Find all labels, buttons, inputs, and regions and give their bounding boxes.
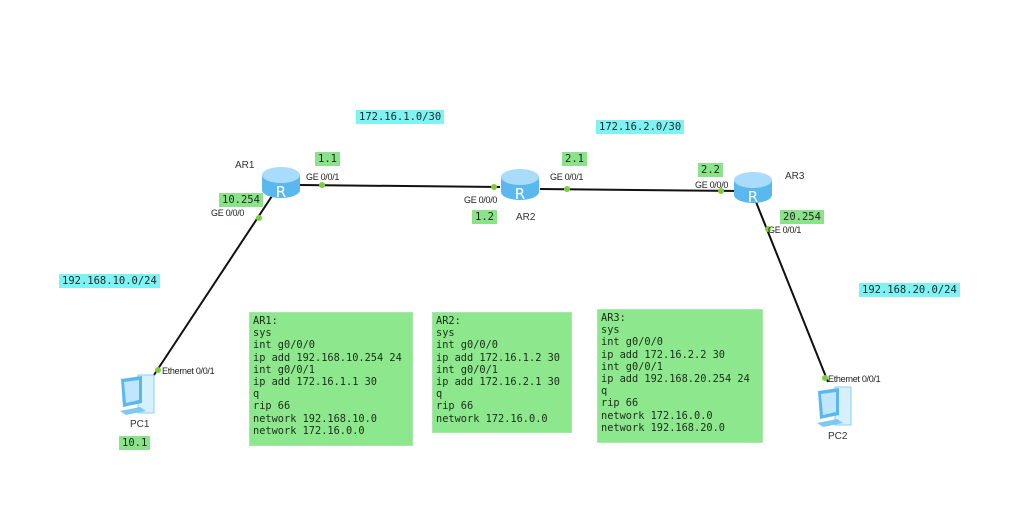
link-ar2-ar3[interactable] [539,188,741,192]
device-label-ar1: AR1 [235,160,255,171]
config-line: network 172.16.0.0 [601,409,713,422]
port-dot [765,226,771,232]
port-label-ar2-ge001: GE 0/0/1 [550,172,584,182]
network-label-link1: 172.16.1.0/30 [356,110,445,124]
config-line: int g0/0/1 [601,360,663,373]
config-line: network 172.16.0.0 [436,412,548,425]
config-line: ip add 172.16.1.1 30 [253,376,377,389]
config-line: int g0/0/0 [436,339,498,352]
port-dot [319,182,325,188]
pc2-icon[interactable] [815,385,855,429]
config-line: sys [253,327,272,340]
port-label-pc2-eth: Ethernet 0/0/1 [828,374,881,384]
config-line: AR2: [436,315,461,327]
config-line: network 172.16.0.0 [253,424,365,437]
port-dot [155,367,161,373]
config-line: rip 66 [601,397,639,410]
config-line: network 192.168.20.0 [601,421,725,434]
config-line: q [436,388,443,401]
network-label-lan1: 192.168.10.0/24 [59,274,160,288]
device-label-ar2: AR2 [516,212,536,223]
ip-label-ar2-ge001: 2.1 [562,152,587,166]
ip-label-ar1-ge000: 10.254 [219,193,263,207]
config-line: network 192.168.10.0 [253,412,377,425]
port-label-ar3-ge000: GE 0/0/0 [695,180,729,190]
device-label-pc1: PC1 [130,419,150,430]
router-ar1-icon[interactable]: R [261,166,301,200]
config-line: int g0/0/1 [436,363,498,376]
link-ar1-pc1[interactable] [151,195,273,379]
device-label-ar3: AR3 [785,171,805,182]
config-line: sys [436,327,455,340]
config-line: AR3: [601,312,626,324]
config-line: ip add 172.16.1.2 30 [436,351,560,364]
ip-label-ar1-ge001: 1.1 [315,152,340,166]
config-line: int g0/0/0 [253,339,315,352]
config-line: ip add 172.16.2.1 30 [436,376,560,389]
port-label-ar1-ge001: GE 0/0/1 [306,172,340,182]
port-dot [564,186,570,192]
port-dot [491,184,497,190]
config-line: q [253,388,260,401]
router-ar3-icon[interactable]: R [733,171,773,205]
config-line: ip add 192.168.10.254 24 [253,351,402,364]
router-ar2-icon[interactable]: R [500,168,540,202]
port-label-ar3-ge001: GE 0/0/1 [768,225,802,235]
ip-label-ar2-ge000: 1.2 [472,210,497,224]
port-label-ar2-ge000: GE 0/0/0 [464,195,498,205]
config-line: ip add 192.168.20.254 24 [601,373,750,386]
svg-text:R: R [748,188,758,205]
network-label-link2: 172.16.2.0/30 [596,120,685,134]
svg-text:R: R [515,185,525,202]
ip-label-ar3-ge001: 20.254 [780,210,824,224]
config-line: rip 66 [436,400,474,413]
config-line: AR1: [253,315,278,327]
config-line: int g0/0/1 [253,363,315,376]
config-line: rip 66 [253,400,291,413]
port-dot [822,375,828,381]
port-label-pc1-eth: Ethernet 0/0/1 [162,366,215,376]
config-line: int g0/0/0 [601,336,663,349]
config-line: sys [601,324,620,337]
pc1-icon[interactable] [118,373,158,417]
config-note-ar3: AR3: sys int g0/0/0 ip add 172.16.2.2 30… [597,309,763,443]
ip-label-pc1: 10.1 [119,436,151,450]
port-dot [256,215,262,221]
port-label-ar1-ge000: GE 0/0/0 [211,208,245,218]
ip-label-ar3-ge000: 2.2 [698,163,723,177]
config-note-ar2: AR2: sys int g0/0/0 ip add 172.16.1.2 30… [432,312,572,433]
device-label-pc2: PC2 [828,431,848,442]
link-ar1-ar2[interactable] [299,184,501,188]
network-label-lan2: 192.168.20.0/24 [859,283,960,297]
svg-text:R: R [276,183,286,200]
port-dot [718,188,724,194]
config-note-ar1: AR1: sys int g0/0/0 ip add 192.168.10.25… [249,312,413,446]
config-line: ip add 172.16.2.2 30 [601,348,725,361]
config-line: q [601,385,608,398]
